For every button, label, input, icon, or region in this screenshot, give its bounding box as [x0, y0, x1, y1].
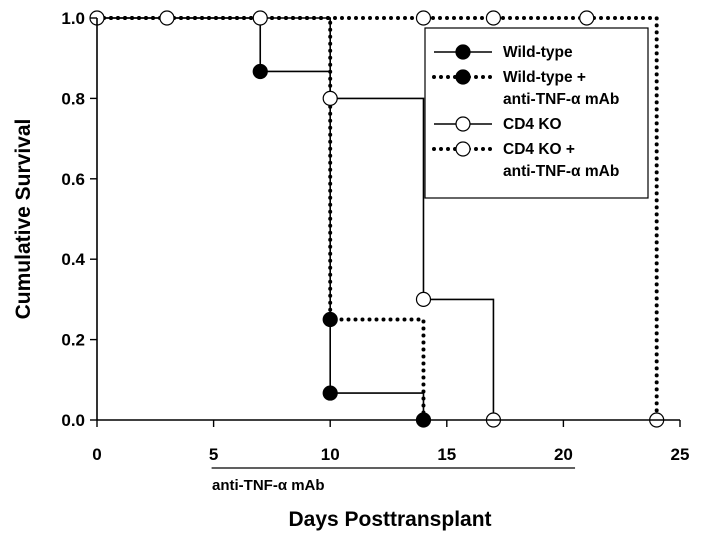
legend-swatch-marker: [455, 69, 471, 85]
series-line-3: [95, 16, 659, 422]
series-line-2: [97, 17, 495, 420]
data-point: [322, 90, 338, 107]
legend-label: CD4 KO +: [503, 141, 575, 158]
x-axis-title: Days Posttransplant: [288, 508, 491, 531]
x-tick-label: 5: [209, 445, 218, 464]
legend-label: Wild-type +: [503, 69, 586, 86]
y-tick-label: 0.6: [61, 170, 85, 189]
legend-label: Wild-type: [503, 44, 573, 61]
data-point: [322, 311, 338, 328]
x-tick-label: 15: [437, 445, 456, 464]
y-tick-label: 0.8: [61, 89, 85, 108]
series-markers: [89, 10, 665, 428]
treatment-period-label: anti-TNF-α mAb: [212, 477, 325, 494]
legend-label: anti-TNF-α mAb: [503, 163, 619, 180]
treatment-annotation: anti-TNF-α mAb: [211, 467, 576, 494]
data-point: [252, 63, 268, 80]
legend-label: anti-TNF-α mAb: [503, 91, 619, 108]
data-point: [159, 10, 175, 26]
legend-label: CD4 KO: [503, 116, 562, 133]
y-tick-label: 0.0: [61, 411, 85, 430]
x-tick-label: 25: [671, 445, 690, 464]
axes: [96, 18, 680, 421]
data-point: [579, 10, 595, 26]
x-tick-label: 0: [92, 445, 101, 464]
y-tick-label: 0.4: [61, 250, 85, 269]
legend-swatch-marker: [455, 44, 471, 60]
x-tick-label: 10: [321, 445, 340, 464]
data-point: [415, 291, 432, 307]
legend-swatch-marker: [455, 116, 471, 132]
data-point: [252, 10, 268, 26]
data-point: [322, 385, 338, 401]
y-tick-label: 1.0: [61, 9, 85, 28]
x-tick-label: 20: [554, 445, 573, 464]
x-ticks: 0 5 10 15 20 25: [92, 420, 689, 464]
y-tick-label: 0.2: [61, 331, 85, 350]
y-axis-title: Cumulative Survival: [12, 119, 35, 320]
data-point: [415, 10, 432, 26]
legend-swatch-marker: [455, 141, 471, 157]
data-point: [485, 10, 502, 26]
y-ticks: 0.0 0.2 0.4 0.6 0.8 1.0: [61, 9, 97, 430]
